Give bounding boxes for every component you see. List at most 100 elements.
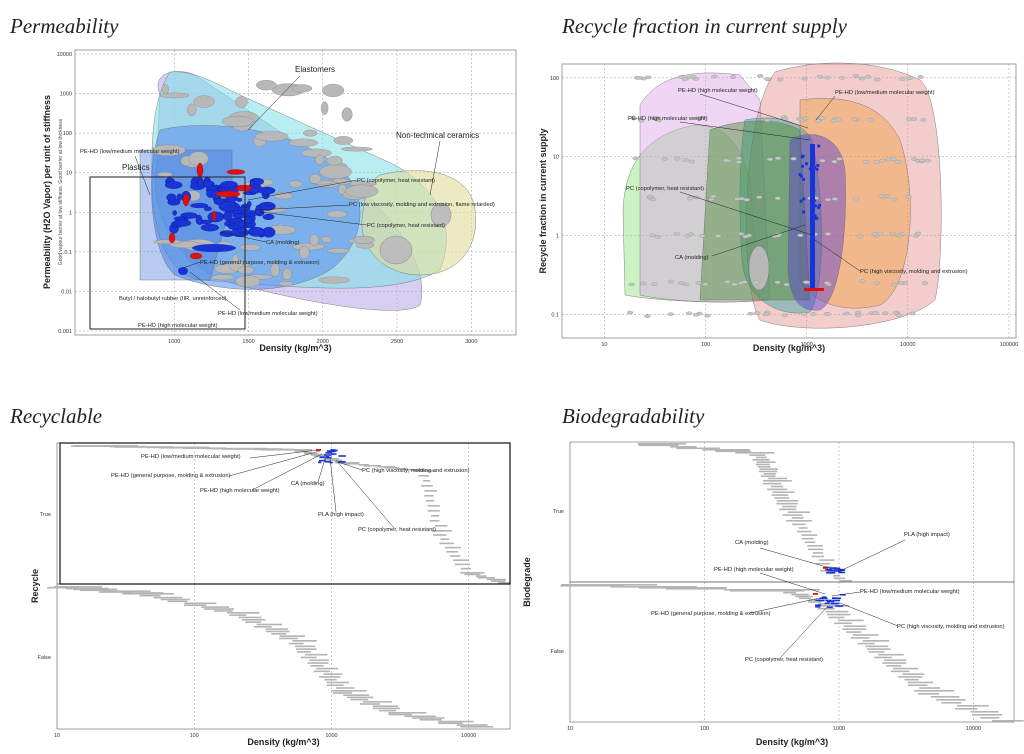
material-point — [677, 281, 685, 285]
plastic-point — [247, 227, 265, 237]
plot-frame — [56, 442, 511, 730]
material-point — [756, 195, 763, 199]
material-step — [454, 563, 471, 566]
material-point — [873, 281, 881, 285]
plastic-point — [264, 202, 274, 206]
material-step — [826, 613, 851, 616]
material-point — [711, 74, 718, 79]
annotation-label: PC (high viscosity, molding and extrusio… — [860, 269, 968, 275]
material-point — [816, 75, 824, 79]
material-bubble — [352, 235, 375, 244]
annotation-leader — [228, 450, 321, 477]
material-step — [449, 555, 461, 557]
annotation-leader — [189, 271, 241, 311]
plastic-point — [223, 211, 233, 221]
material-step — [419, 719, 442, 721]
material-step — [464, 573, 481, 576]
plastic-point — [338, 455, 346, 457]
material-point — [626, 310, 634, 315]
material-step — [388, 713, 412, 716]
material-step — [142, 593, 174, 595]
material-bubble — [289, 180, 303, 188]
material-point — [699, 234, 706, 238]
material-point — [651, 282, 658, 286]
material-step — [363, 465, 381, 467]
plastic-point — [835, 605, 844, 607]
material-bubble — [348, 238, 356, 244]
material-step — [919, 687, 941, 689]
material-point — [735, 160, 743, 164]
x-tick-label: 10000 — [900, 342, 915, 348]
material-point — [731, 282, 738, 287]
x-tick-label: 1000 — [801, 342, 813, 348]
x-tick-label: 1000 — [833, 726, 845, 732]
material-step — [561, 584, 657, 586]
plastic-point — [810, 209, 815, 214]
annotation-label: PE-HD (low/medium molecular weight) — [835, 90, 935, 96]
annotation-label: PC (copolymer, heat resistant) — [745, 657, 823, 663]
material-step — [279, 637, 298, 640]
plastic-point — [838, 571, 846, 574]
material-point — [650, 197, 657, 202]
material-step — [433, 534, 447, 536]
material-step — [791, 517, 804, 519]
x-tick-label: 100 — [700, 726, 709, 732]
plastic-point — [246, 200, 252, 208]
material-step — [326, 459, 343, 461]
material-bubble — [322, 83, 345, 97]
material-point — [692, 313, 700, 317]
plastic-point — [824, 602, 830, 605]
material-step — [445, 546, 461, 549]
material-step — [184, 602, 217, 605]
material-step — [296, 449, 312, 451]
material-step — [886, 665, 902, 667]
material-point — [889, 231, 896, 236]
material-step — [730, 590, 797, 592]
material-step — [313, 455, 326, 458]
annotation-leader — [317, 455, 327, 483]
material-step — [560, 585, 624, 587]
material-step — [852, 634, 879, 636]
annotation-label: PE-HD (high molecular weight) — [138, 323, 218, 329]
material-bubble — [430, 202, 452, 228]
material-point — [714, 234, 722, 238]
material-point — [856, 234, 863, 239]
material-step — [941, 702, 962, 704]
plastic-point — [826, 571, 833, 574]
material-point — [853, 196, 860, 201]
material-step — [315, 667, 339, 670]
plastic-point — [318, 459, 327, 462]
panel-title-recycle-fraction: Recycle fraction in current supply — [562, 14, 847, 38]
material-step — [326, 684, 344, 687]
material-step — [808, 601, 822, 603]
material-step — [991, 720, 1024, 722]
material-point — [734, 197, 741, 201]
material-bubble — [235, 96, 248, 108]
material-step — [436, 530, 452, 532]
material-step — [759, 470, 778, 473]
plastic-point — [323, 454, 332, 456]
y-axis-label: Permeability (H2O Vapor) per unit of sti… — [42, 95, 52, 289]
material-step — [429, 520, 440, 522]
material-step — [423, 480, 431, 482]
pe-hd-point — [196, 162, 204, 178]
material-step — [676, 447, 720, 450]
material-bubble — [157, 172, 173, 177]
material-step — [460, 726, 494, 728]
material-step — [465, 572, 485, 574]
material-point — [867, 118, 874, 122]
material-bubble — [256, 80, 277, 91]
material-step — [850, 637, 870, 639]
material-point — [824, 197, 832, 202]
pe-hd-point — [211, 210, 217, 222]
material-step — [782, 514, 803, 516]
plastic-point — [815, 599, 821, 602]
y-tick-label: 100 — [550, 76, 559, 82]
material-step — [817, 607, 835, 610]
annotation-label: PE-HD (general purpose, molding & extrus… — [200, 260, 320, 266]
material-step — [874, 656, 892, 659]
material-point — [636, 76, 643, 80]
material-step — [970, 711, 999, 713]
material-step — [294, 640, 317, 642]
material-point — [924, 158, 932, 163]
